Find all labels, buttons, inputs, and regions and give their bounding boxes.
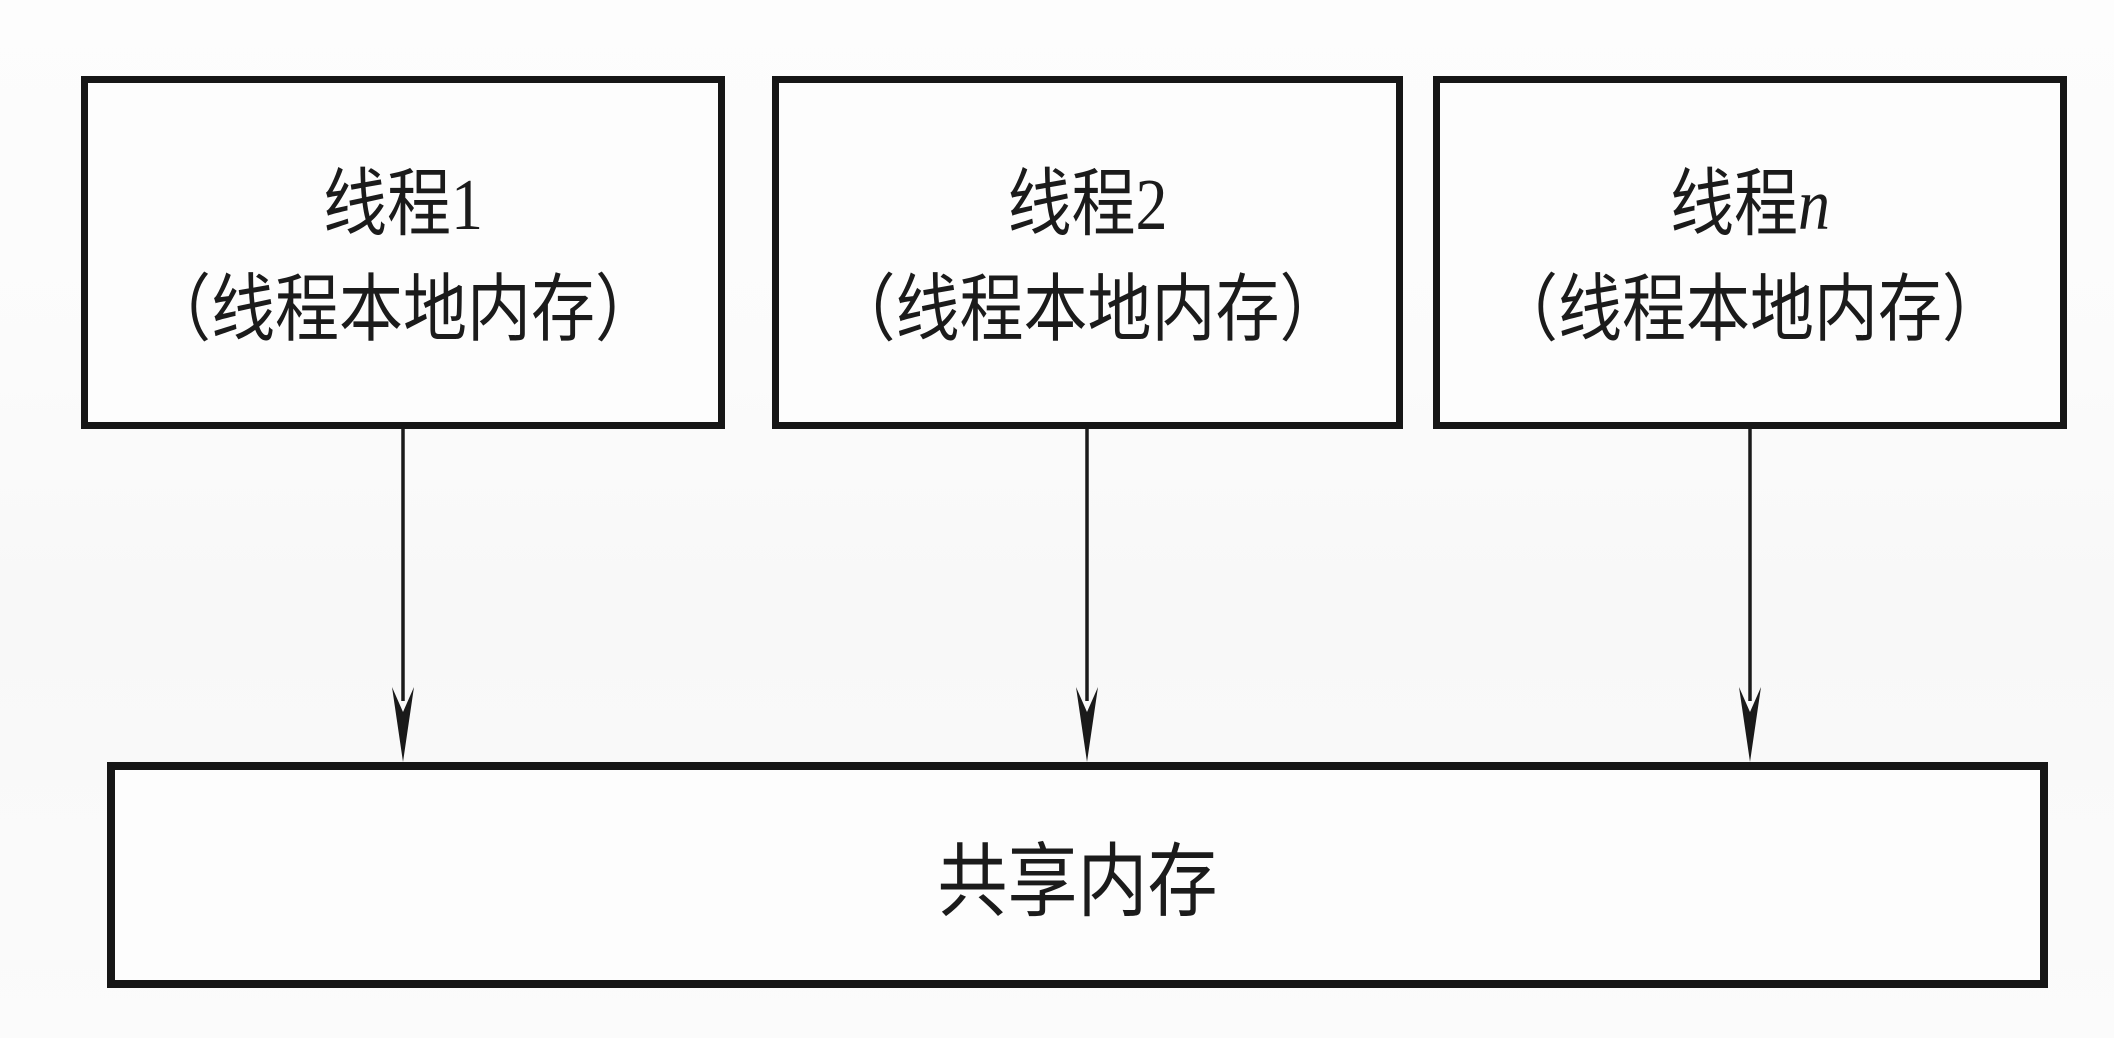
thread-2-title: 线程2	[832, 152, 1344, 258]
thread-n-title-prefix: 线程	[1670, 162, 1798, 246]
thread-n-subtitle: （线程本地内存）	[1494, 268, 2006, 351]
thread-1-label: 线程1 （线程本地内存）	[147, 143, 659, 362]
arrow-thread1-to-shared-icon	[392, 429, 414, 762]
arrow-thread2-to-shared-icon	[1076, 429, 1098, 762]
thread-n-title: 线程n	[1494, 152, 2006, 258]
thread-1-title-prefix: 线程	[323, 162, 451, 246]
thread-n-variable: n	[1798, 163, 1830, 246]
thread-1-number: 1	[451, 163, 483, 246]
arrow-threadn-to-shared-icon	[1739, 429, 1761, 762]
thread-1-title: 线程1	[147, 152, 659, 258]
thread-2-box: 线程2 （线程本地内存）	[772, 76, 1403, 429]
thread-2-number: 2	[1135, 163, 1168, 246]
thread-n-label: 线程n （线程本地内存）	[1494, 143, 2006, 362]
shared-memory-label: 共享内存	[937, 836, 1218, 927]
thread-2-subtitle: （线程本地内存）	[831, 268, 1344, 351]
thread-1-subtitle: （线程本地内存）	[147, 268, 659, 351]
thread-2-title-prefix: 线程	[1007, 162, 1136, 246]
thread-2-label: 线程2 （线程本地内存）	[832, 143, 1344, 362]
shared-memory-box: 共享内存	[107, 762, 2048, 988]
thread-n-box: 线程n （线程本地内存）	[1433, 76, 2067, 429]
thread-1-box: 线程1 （线程本地内存）	[81, 76, 725, 429]
